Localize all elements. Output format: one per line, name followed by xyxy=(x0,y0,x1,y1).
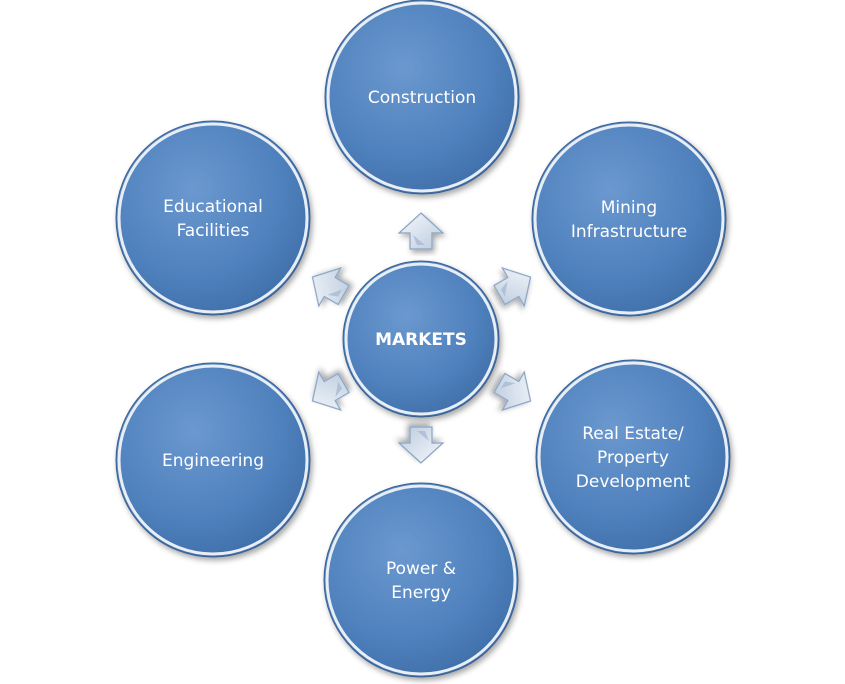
center-node: MARKETS xyxy=(342,260,500,418)
node-label-power-energy-line: Power & xyxy=(386,559,456,579)
node-construction-ring xyxy=(326,1,518,193)
node-label-real-estate-line: Real Estate/ xyxy=(582,424,684,444)
node-label-power-energy: Power & Energy xyxy=(386,559,456,603)
node-label-educational-facilities-line: Educational xyxy=(163,197,263,217)
arrow-to-mining-infrastructure-bevel xyxy=(500,281,508,297)
node-label-real-estate-line: Development xyxy=(576,472,691,492)
node-label-construction-line: Construction xyxy=(368,88,476,108)
node-label-engineering-line: Engineering xyxy=(162,451,264,471)
node-construction: Construction xyxy=(324,0,520,195)
node-engineering-ring xyxy=(117,364,309,556)
node-engineering: Engineering xyxy=(115,362,311,558)
node-label-power-energy-line: Energy xyxy=(391,583,451,603)
node-power-energy-ring xyxy=(325,484,517,676)
arrow-to-construction-bevel xyxy=(413,235,425,245)
arrow-to-educational-facilities-bevel xyxy=(327,289,343,297)
node-label-real-estate-line: Property xyxy=(597,448,669,468)
node-label-educational-facilities-line: Facilities xyxy=(177,221,250,241)
center-node-ring xyxy=(344,262,498,416)
node-real-estate-ring xyxy=(537,361,729,553)
arrow-to-power-energy xyxy=(397,426,445,464)
arrows-layer xyxy=(311,212,532,464)
arrow-to-real-estate-bevel xyxy=(500,381,516,389)
node-power-energy: Power & Energy xyxy=(323,482,519,678)
node-mining-infrastructure-ring xyxy=(533,123,725,315)
arrow-to-real-estate xyxy=(493,370,532,412)
arrow-to-engineering xyxy=(311,370,350,412)
node-label-mining-infrastructure-line: Mining xyxy=(601,198,657,218)
node-label-engineering: Engineering xyxy=(162,451,264,471)
arrow-to-mining-infrastructure xyxy=(493,266,532,308)
arrow-to-educational-facilities xyxy=(311,266,350,308)
node-educational-facilities-ring xyxy=(117,122,309,314)
arrow-to-engineering-bevel xyxy=(335,381,343,397)
node-label-mining-infrastructure-line: Infrastructure xyxy=(571,222,687,242)
arrow-to-construction xyxy=(397,212,445,250)
center-label: MARKETS xyxy=(375,330,467,350)
arrow-to-power-energy-bevel xyxy=(417,431,429,441)
node-label-construction: Construction xyxy=(368,88,476,108)
